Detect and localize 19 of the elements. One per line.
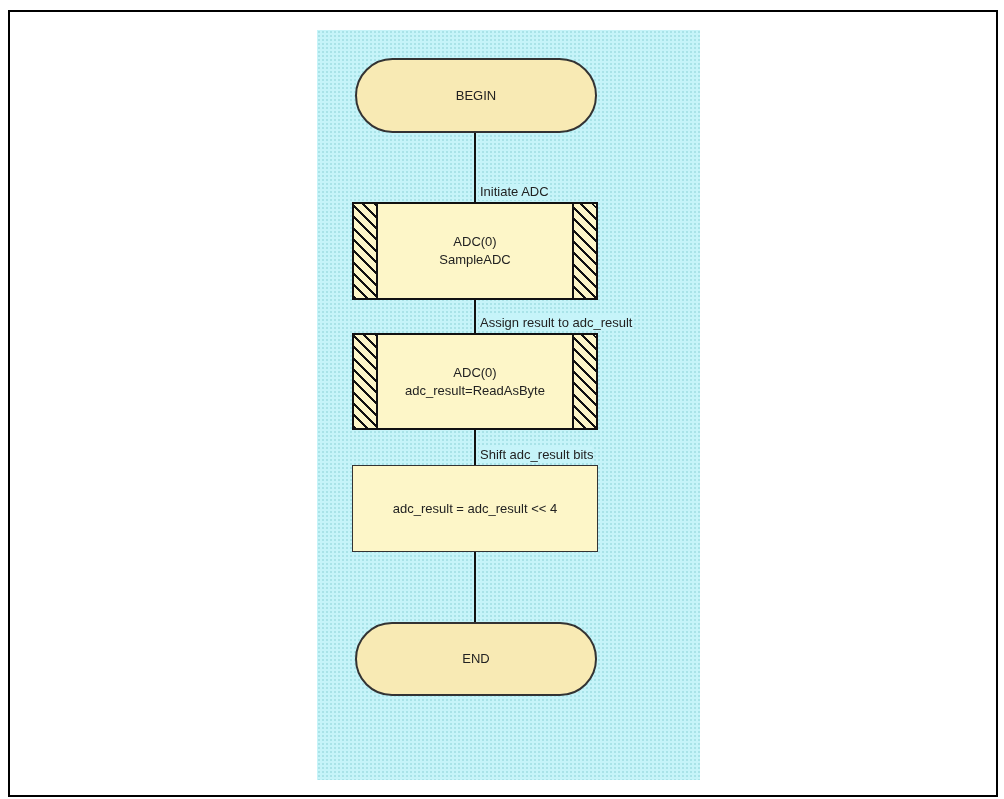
node-text: adc_result=ReadAsByte — [405, 381, 545, 400]
edge-label: Initiate ADC — [479, 184, 550, 200]
macro-box — [352, 333, 598, 430]
node-text: adc_result = adc_result << 4 — [392, 499, 558, 518]
connector-line — [474, 299, 476, 334]
terminator-shape — [355, 622, 597, 696]
node-text: ADC(0) — [453, 363, 497, 382]
node-text: ADC(0) — [453, 233, 497, 251]
node-text: BEGIN — [455, 86, 497, 105]
process-box — [352, 465, 598, 552]
connector-line — [474, 429, 476, 466]
edge-label: Assign result to adc_result — [479, 315, 634, 331]
node-text: END — [462, 650, 490, 668]
terminator-shape — [355, 58, 597, 133]
connector-line — [474, 551, 476, 623]
connector-line — [474, 132, 476, 203]
node-text: SampleADC — [439, 251, 511, 269]
edge-label: Shift adc_result bits — [479, 447, 595, 463]
macro-box — [352, 202, 598, 300]
